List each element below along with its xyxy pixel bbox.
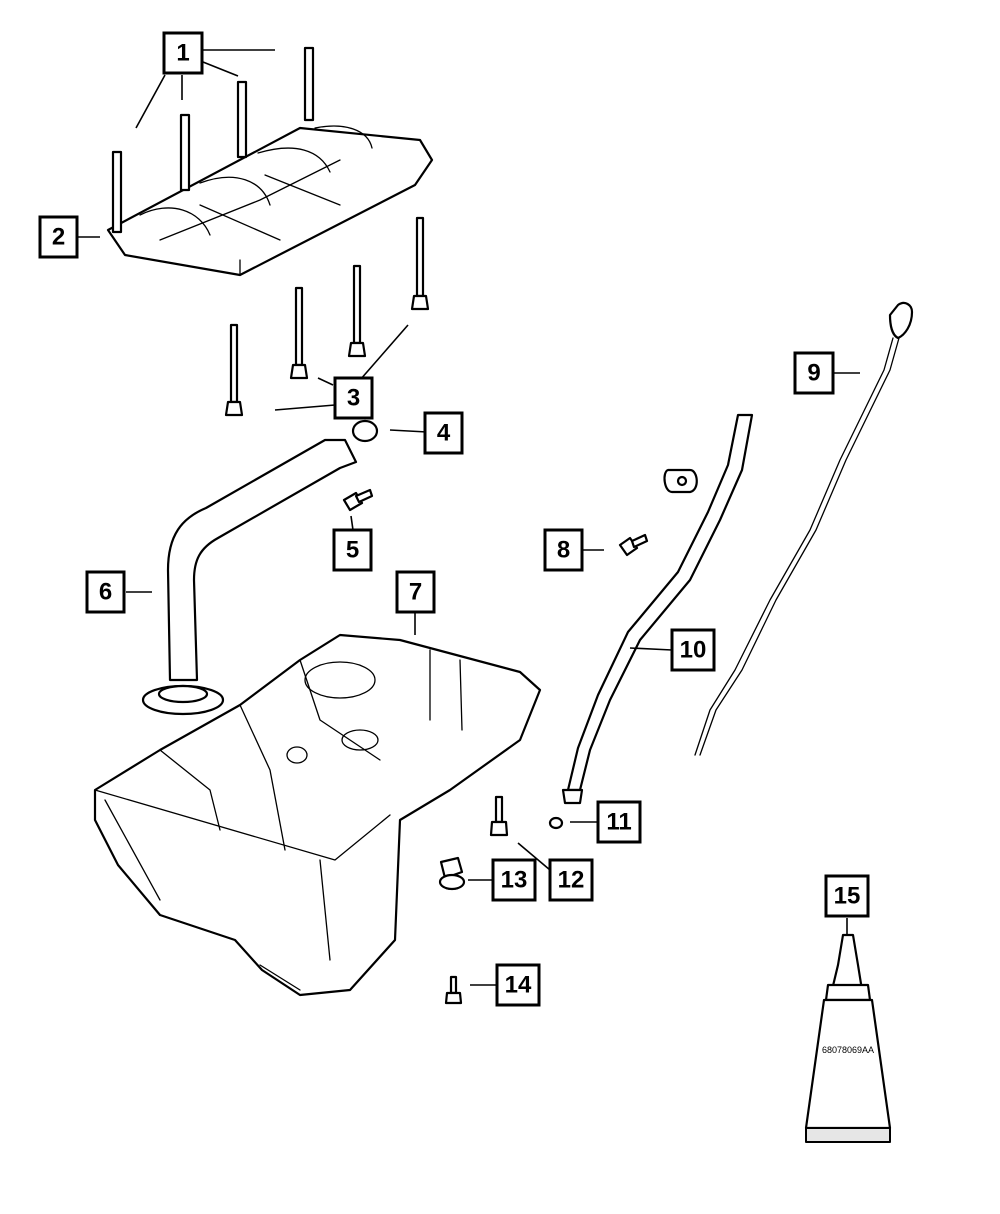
part-sealant-tube: 68078069AA — [804, 933, 892, 1143]
svg-text:14: 14 — [505, 972, 532, 999]
svg-text:4: 4 — [437, 420, 451, 447]
part-tube-bolt — [618, 533, 649, 557]
part-oil-pan — [93, 633, 542, 997]
part-dipstick-tube — [561, 413, 754, 805]
callout-9: 9 — [793, 351, 835, 395]
part-tube-o-ring — [548, 816, 564, 830]
svg-text:1: 1 — [176, 40, 189, 67]
callout-1: 1 — [162, 31, 204, 75]
callout-15: 15 — [824, 874, 870, 918]
svg-text:12: 12 — [558, 867, 585, 894]
part-bedplate — [106, 125, 434, 277]
svg-text:6: 6 — [99, 579, 112, 606]
svg-text:11: 11 — [606, 809, 631, 836]
part-pickup-bolt — [342, 488, 374, 512]
callout-11: 11 — [596, 800, 642, 844]
callout-3: 3 — [333, 376, 374, 420]
callout-5: 5 — [332, 528, 373, 572]
svg-text:2: 2 — [52, 224, 65, 251]
svg-text:9: 9 — [807, 360, 820, 387]
part-pan-bolt — [489, 795, 509, 837]
part-dipstick — [694, 301, 914, 756]
part-studs-upper — [111, 46, 315, 234]
callout-10: 10 — [670, 628, 716, 672]
svg-text:13: 13 — [501, 867, 528, 894]
callout-12: 12 — [548, 858, 594, 902]
callout-2: 2 — [38, 215, 79, 259]
part-bolts — [224, 216, 430, 417]
leader-lines — [77, 49, 860, 986]
callout-13: 13 — [491, 858, 537, 902]
callout-7: 7 — [395, 570, 436, 614]
svg-text:8: 8 — [557, 537, 570, 564]
svg-text:3: 3 — [347, 385, 360, 412]
svg-text:7: 7 — [409, 579, 422, 606]
part-o-ring — [351, 419, 379, 443]
callout-4: 4 — [423, 411, 464, 455]
sealant-tube-label: 68078069AA — [822, 1045, 874, 1055]
part-oil-pickup-tube — [141, 438, 358, 716]
svg-text:5: 5 — [346, 537, 359, 564]
callout-6: 6 — [85, 570, 126, 614]
part-drain-plug — [438, 856, 466, 891]
callout-8: 8 — [543, 528, 584, 572]
svg-text:10: 10 — [680, 637, 707, 664]
callout-14: 14 — [495, 963, 541, 1007]
svg-text:15: 15 — [834, 883, 861, 910]
part-small-bolt — [444, 975, 463, 1005]
